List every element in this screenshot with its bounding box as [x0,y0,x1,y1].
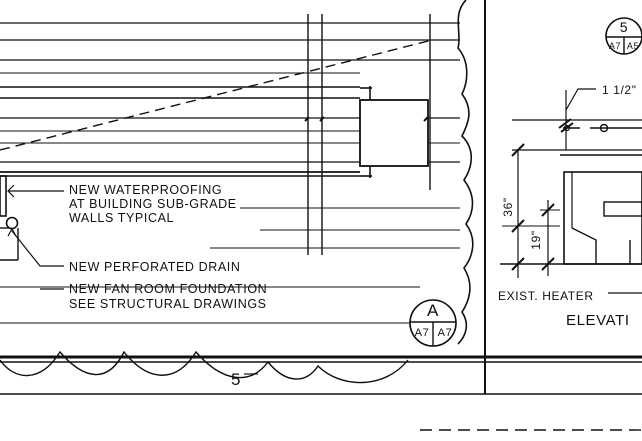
note-waterproofing-line-2: AT BUILDING SUB-GRADE [69,197,237,211]
ground-lines [0,355,642,431]
section-marker-a-sheet-right: A7 [438,327,453,339]
bottom-revision-cloud [0,350,409,384]
grid-line-5-label: 5 [231,370,241,389]
note-waterproofing-line-1: NEW WATERPROOFING [69,183,222,197]
note-drain: NEW PERFORATED DRAIN [69,260,241,274]
section-marker-5-sheet-left: A7 [609,41,621,51]
section-marker-a-sheet-left: A7 [415,327,430,339]
note-waterproofing-line-3: WALLS TYPICAL [69,211,174,225]
elevation-title: ELEVATI [566,312,630,329]
dimension-19: 19" [529,230,543,249]
note-leaders [7,184,64,290]
note-exist-heater: EXIST. HEATER [498,289,594,303]
slope-dashed-line [0,39,433,151]
revision-cloud [457,0,474,345]
section-marker-5-sheet-right: A5 [627,41,639,51]
dimension-string [511,143,555,278]
section-marker-5: 5 A7 A5 [605,17,642,55]
wall-linework [0,22,460,324]
pipe-size-leader [558,88,596,133]
heater-elevation [500,90,642,265]
pipe-size-label: 1 1/2" [602,83,637,97]
dimension-36: 36" [501,197,515,216]
note-foundation-line-2: SEE STRUCTURAL DRAWINGS [69,297,267,311]
section-marker-a-letter: A [427,301,439,320]
beam-tick-marks [304,116,429,122]
beam-section [359,86,429,178]
perforated-drain [0,175,19,261]
section-marker-a: A A7 A7 [409,299,457,347]
section-marker-5-number: 5 [620,19,628,35]
note-foundation-line-1: NEW FAN ROOM FOUNDATION [69,282,267,296]
column-lines [307,14,431,255]
